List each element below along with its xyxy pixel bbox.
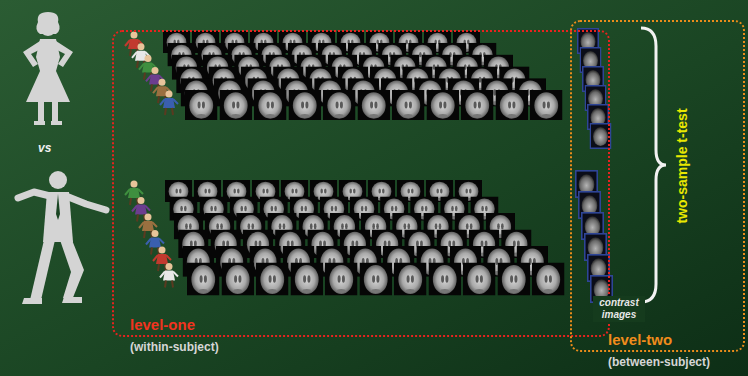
brain-image (392, 90, 425, 120)
man-silhouette (18, 171, 106, 304)
brain-image (360, 263, 393, 296)
contrast-images-label: contrast images (593, 296, 645, 322)
brain-image (429, 263, 462, 296)
brain-image (289, 90, 322, 120)
brain-image (496, 90, 529, 120)
subject-figures (125, 32, 178, 288)
subject-figure (160, 91, 178, 116)
curly-brace (641, 28, 666, 302)
brain-image (427, 90, 460, 120)
level-heading: level-two (608, 331, 672, 348)
subject-figure (160, 263, 178, 288)
test-label: two-sample t-test (674, 108, 690, 223)
brain-image (532, 263, 565, 296)
contrast-image-stacks (576, 29, 612, 302)
brain-image (254, 90, 287, 120)
brain-image (187, 263, 220, 296)
level-heading: level-one (130, 316, 195, 333)
brain-image (530, 90, 563, 120)
label-holder: contrast images (593, 296, 645, 322)
dotted-region: level-one(within-subject) (112, 30, 610, 337)
brain-image-stacks (163, 31, 565, 296)
brain-image (325, 263, 358, 296)
brain-image (358, 90, 391, 120)
brain-image (291, 263, 324, 296)
brain-image (222, 263, 255, 296)
brain-image (185, 90, 218, 120)
versus-label: vs (38, 141, 51, 155)
brain-image (498, 263, 531, 296)
level-subheading: (between-subject) (608, 356, 710, 370)
label-holder: vs (38, 141, 51, 155)
brain-image (323, 90, 356, 120)
level-subheading: (within-subject) (130, 341, 219, 355)
contrast-image (590, 124, 611, 149)
brain-image (463, 263, 496, 296)
label-holder: two-sample t-test (682, 165, 748, 183)
brain-image (461, 90, 494, 120)
woman-silhouette (23, 12, 73, 125)
brain-image (220, 90, 253, 120)
brain-image (256, 263, 289, 296)
brain-image (394, 263, 427, 296)
